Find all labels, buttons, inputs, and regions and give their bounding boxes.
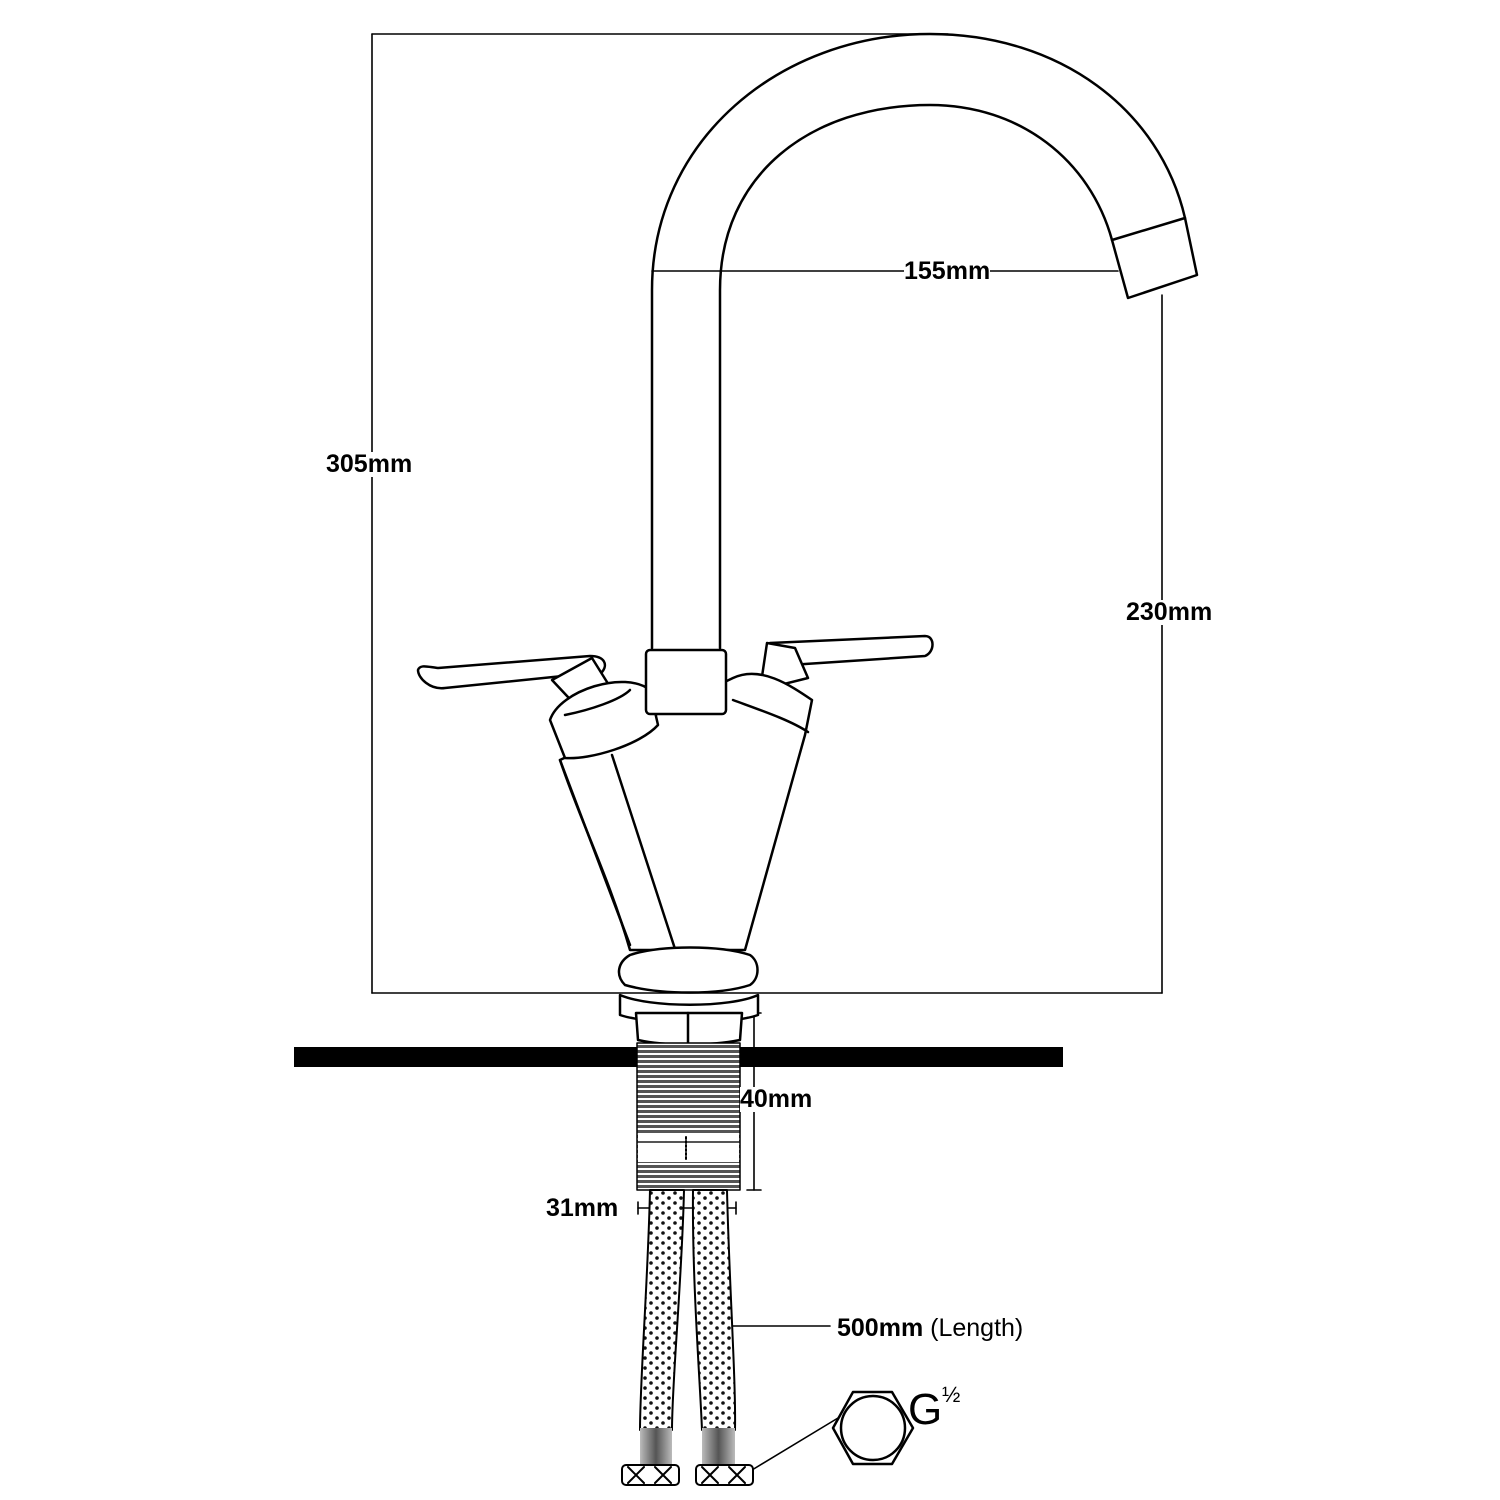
hex-nut-icon (831, 1390, 915, 1466)
hose-length-value: 500mm (837, 1314, 924, 1342)
right-lever (758, 634, 934, 692)
spout-height-label: 230mm (1126, 598, 1213, 626)
spout-reach-label: 155mm (904, 257, 991, 285)
hose-length-label: 500mm (Length) (837, 1314, 1024, 1342)
hose-length-note: (Length) (930, 1314, 1024, 1342)
connector-thread-label: G (908, 1385, 943, 1434)
connector-thread-fraction: ½ (942, 1382, 961, 1407)
countertop-right (740, 1047, 1063, 1067)
tap-body (548, 648, 814, 1024)
shank (634, 1011, 744, 1191)
shank-diameter-label: 31mm (546, 1194, 619, 1222)
flexible-hoses (621, 1189, 754, 1486)
countertop (294, 1047, 637, 1067)
shank-length-label: 40mm (740, 1085, 813, 1113)
total-height-label: 305mm (326, 450, 413, 478)
spout (650, 32, 1199, 650)
